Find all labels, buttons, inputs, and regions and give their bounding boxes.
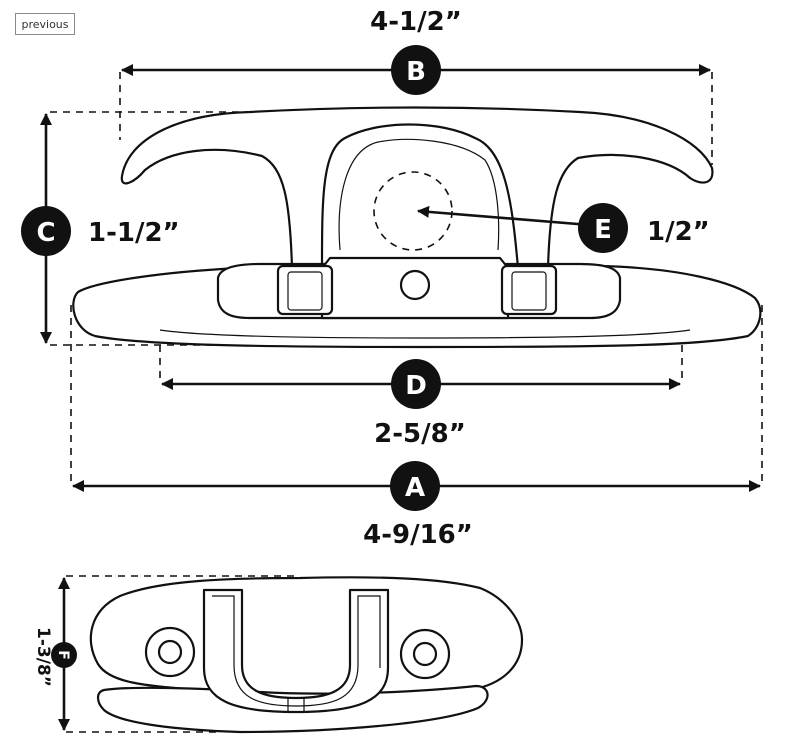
badge-e-letter: E xyxy=(594,215,612,245)
cleat-top-u-channel xyxy=(202,588,390,714)
cleat-top-view xyxy=(66,575,524,734)
badge-f xyxy=(51,642,77,668)
badge-a-letter: A xyxy=(405,473,425,503)
dimension-d-value: 2-5/8” xyxy=(374,419,466,449)
horn-inner-arch xyxy=(338,138,500,251)
base-inner-edge xyxy=(159,329,691,339)
mount-hole-right xyxy=(412,641,438,667)
hinge-pocket-right-inner xyxy=(511,271,547,311)
cleat-horn xyxy=(120,106,714,270)
dimension-e-value: 1/2” xyxy=(647,217,710,247)
badge-f-letter: F xyxy=(55,650,71,660)
mount-hole-side xyxy=(399,269,431,301)
hinge-pocket-left-inner xyxy=(287,271,323,311)
hinge-pocket-right xyxy=(500,264,558,316)
u-channel-inner xyxy=(212,595,381,707)
badge-d-letter: D xyxy=(405,371,427,401)
badge-a xyxy=(390,461,440,511)
dimension-b-value: 4-1/2” xyxy=(370,7,462,37)
badge-b-letter: B xyxy=(406,57,426,87)
dimension-a-value: 4-9/16” xyxy=(363,520,473,550)
hinge-pocket-left xyxy=(276,264,334,316)
line-opening-circle xyxy=(373,171,453,251)
cleat-side-view xyxy=(50,72,763,486)
dimension-c-value: 1-1/2” xyxy=(88,218,180,248)
badge-c xyxy=(21,206,71,256)
badge-d xyxy=(391,359,441,409)
badge-c-letter: C xyxy=(36,218,55,248)
previous-button[interactable]: previous xyxy=(15,13,75,35)
dimension-f-value: 1-3/8” xyxy=(33,627,53,687)
dimension-pointer-e xyxy=(417,205,603,228)
badge-b xyxy=(391,45,441,95)
mount-hole-left xyxy=(157,639,183,665)
badge-e xyxy=(578,203,628,253)
